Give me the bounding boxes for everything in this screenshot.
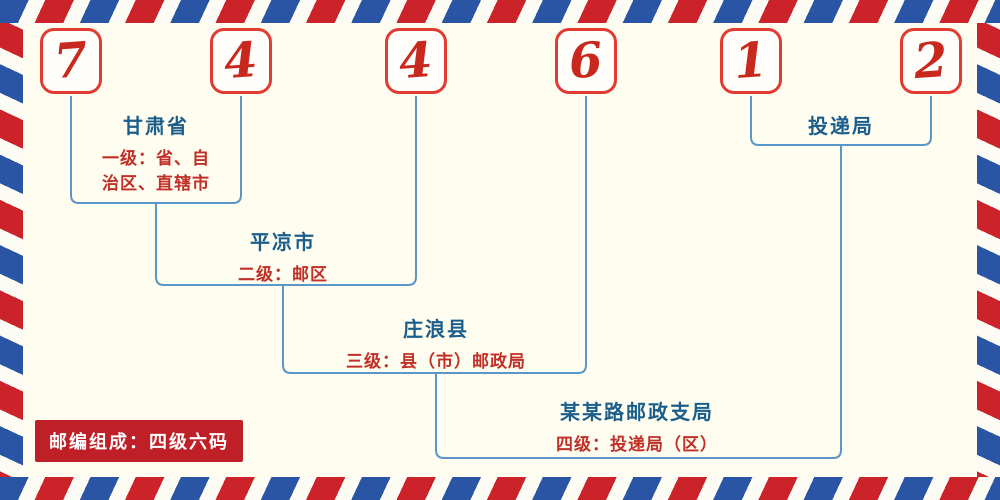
delivery-office-name: 投递局 xyxy=(808,114,874,138)
level3-place-name: 庄浪县 xyxy=(403,317,469,341)
digit-5: 1 xyxy=(732,31,770,91)
bracket-level2 xyxy=(155,96,417,286)
bracket-level4 xyxy=(435,145,842,459)
digit-3: 4 xyxy=(397,31,435,91)
bracket-delivery xyxy=(750,96,932,146)
digit-box-2: 4 xyxy=(210,28,272,94)
composition-badge: 邮编组成：四级六码 xyxy=(35,420,243,462)
level4-place-name: 某某路邮政支局 xyxy=(560,400,714,424)
level2-desc: 二级：邮区 xyxy=(238,265,328,285)
digit-box-1: 7 xyxy=(40,28,102,94)
digit-4: 6 xyxy=(567,31,605,91)
airmail-border-bottom xyxy=(0,477,1000,500)
level1-place-name: 甘肃省 xyxy=(123,114,189,138)
level3-desc: 三级：县（市）邮政局 xyxy=(346,352,526,372)
level4-desc: 四级：投递局（区） xyxy=(556,435,718,455)
label-delivery-office: 投递局 xyxy=(808,110,874,139)
digit-6: 2 xyxy=(912,31,950,91)
level1-desc: 一级：省、自 治区、直辖市 xyxy=(102,149,210,194)
label-level1: 甘肃省 一级：省、自 治区、直辖市 xyxy=(102,110,210,196)
label-level4: 某某路邮政支局 四级：投递局（区） xyxy=(556,396,718,458)
level2-place-name: 平凉市 xyxy=(250,230,316,254)
airmail-border-left xyxy=(0,0,23,500)
digit-1: 7 xyxy=(52,31,90,91)
bracket-level3 xyxy=(282,96,587,374)
airmail-border-right xyxy=(977,0,1000,500)
digit-box-5: 1 xyxy=(720,28,782,94)
digit-2: 4 xyxy=(222,31,260,91)
label-level2: 平凉市 二级：邮区 xyxy=(238,226,328,288)
digit-box-4: 6 xyxy=(555,28,617,94)
digit-box-6: 2 xyxy=(900,28,962,94)
label-level3: 庄浪县 三级：县（市）邮政局 xyxy=(346,313,526,375)
airmail-border-top xyxy=(0,0,1000,23)
digit-box-3: 4 xyxy=(385,28,447,94)
